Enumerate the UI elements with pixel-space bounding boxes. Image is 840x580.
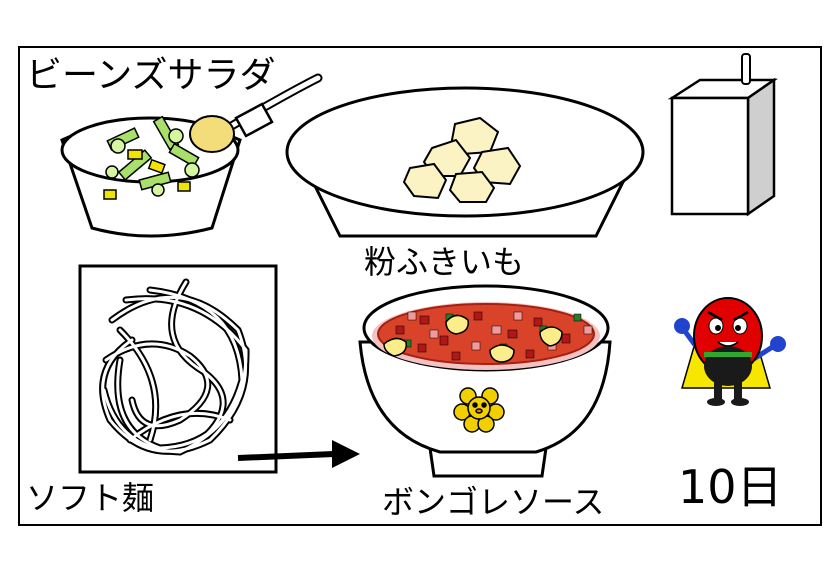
date-label: 10日 <box>678 460 783 514</box>
salad-bowl-icon <box>60 115 242 238</box>
card-frame <box>18 46 822 526</box>
noodle-icon <box>78 264 278 474</box>
milk-carton-icon <box>667 53 779 217</box>
potato-plate-icon <box>285 86 645 238</box>
mascot-icon <box>674 297 786 406</box>
sauce-label: ボンゴレソース <box>382 483 605 521</box>
soup-bowl-icon <box>358 284 612 478</box>
arrow-right-icon <box>237 440 360 468</box>
potato-label: 粉ふきいも <box>364 243 525 281</box>
noodle-label: ソフト麺 <box>26 479 155 517</box>
salad-label: ビーンズサラダ <box>26 55 276 96</box>
fork-icon <box>189 73 323 153</box>
